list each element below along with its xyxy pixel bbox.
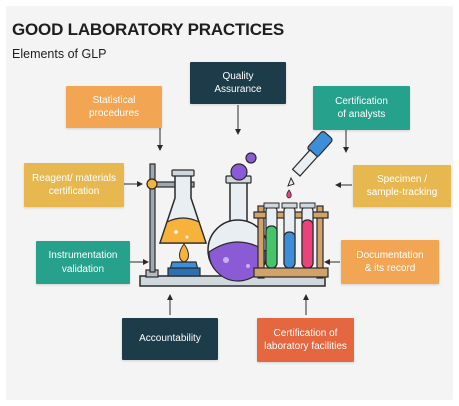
- specimen-tracking-label: Specimen / sample-tracking: [366, 173, 438, 199]
- documentation-record-box: Documentation & its record: [341, 240, 439, 284]
- accountability-label: Accountability: [139, 333, 201, 345]
- flask-icon: [207, 152, 269, 282]
- quality-assurance-box: Quality Assurance: [190, 62, 286, 104]
- statistical-procedures-label: Statistical procedures: [88, 94, 140, 120]
- test-tube-rack-icon: [253, 202, 329, 279]
- reagent-certification-box: Reagent/ materials certification: [24, 163, 124, 207]
- certification-of-analysts-box: Certification of analysts: [313, 86, 410, 130]
- certification-facilities-label: Certification of laboratory facilities: [264, 327, 347, 353]
- instrumentation-validation-label: Instrumentation validation: [48, 250, 118, 275]
- specimen-tracking-box: Specimen / sample-tracking: [353, 165, 451, 207]
- page-subtitle: Elements of GLP: [12, 47, 107, 61]
- accountability-box: Accountability: [122, 318, 218, 360]
- page-title: GOOD LABORATORY PRACTICES: [12, 20, 285, 39]
- dropper-icon: [286, 131, 333, 199]
- instrumentation-validation-box: Instrumentation validation: [36, 241, 130, 284]
- certification-of-analysts-label: Certification of analysts: [335, 95, 388, 121]
- stand-icon: [145, 163, 195, 278]
- burner-icon: [167, 243, 201, 277]
- reagent-certification-label: Reagent/ materials certification: [32, 172, 116, 198]
- certification-facilities-box: Certification of laboratory facilities: [257, 318, 354, 362]
- quality-assurance-label: Quality Assurance: [214, 70, 262, 96]
- documentation-record-label: Documentation & its record: [356, 249, 424, 275]
- statistical-procedures-box: Statistical procedures: [66, 86, 162, 128]
- beaker-icon: [158, 169, 208, 244]
